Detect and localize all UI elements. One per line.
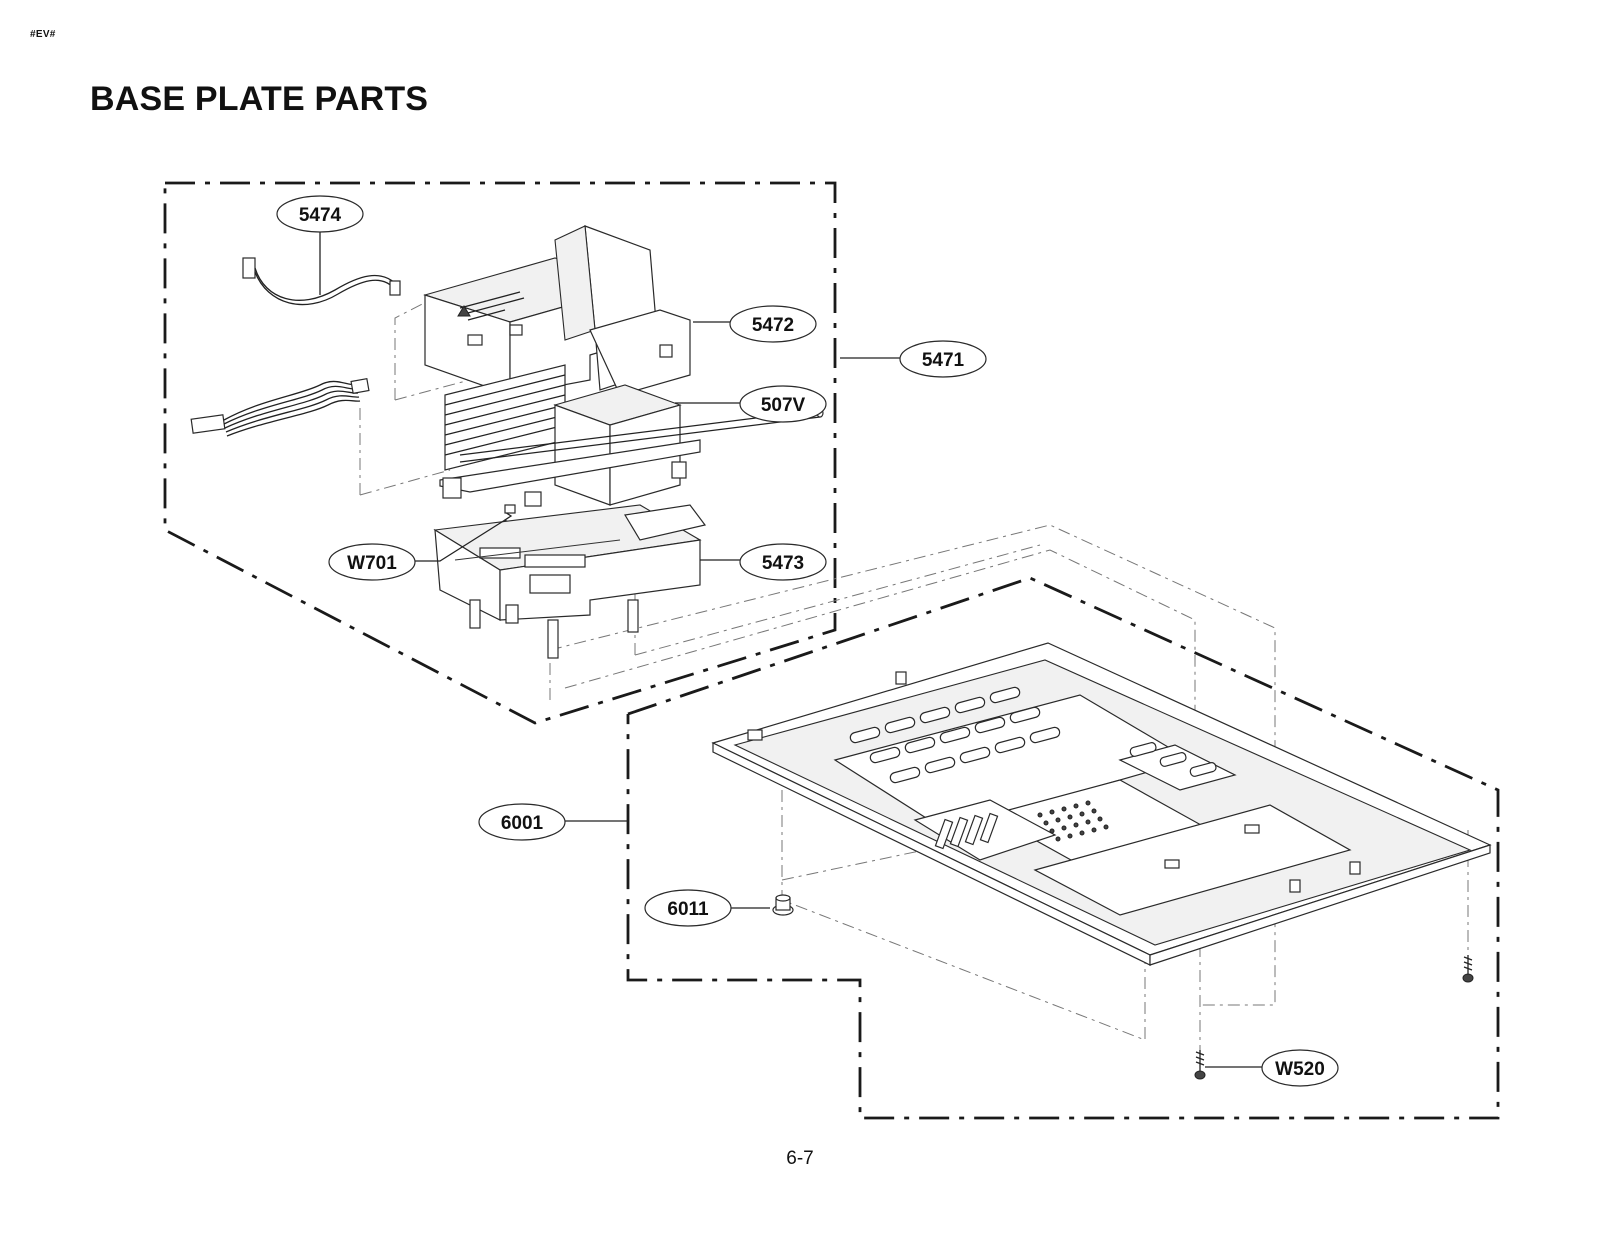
foot-6011 <box>772 894 794 916</box>
callout-label: 5474 <box>299 205 342 226</box>
callout-label: 5473 <box>762 553 804 574</box>
side-slots <box>934 812 999 850</box>
callout-5471: 5471 <box>899 340 987 378</box>
wire-harness-5474 <box>242 257 401 306</box>
callout-label: W701 <box>347 553 397 574</box>
callout-label: W520 <box>1275 1059 1325 1080</box>
lower-bracket-5473 <box>433 504 707 659</box>
cover-bracket-5472 <box>423 225 691 396</box>
callout-label: 5471 <box>922 350 965 371</box>
callout-5474: 5474 <box>276 195 364 233</box>
vent-louvers <box>849 686 1217 784</box>
leader-lines <box>319 232 1262 1068</box>
heat-sink <box>444 364 566 471</box>
warning-label-graphic <box>457 291 525 321</box>
callout-label: 6011 <box>667 899 709 920</box>
callout-5472: 5472 <box>729 305 817 343</box>
pcb-plate <box>439 439 701 507</box>
callout-label: 507V <box>761 395 806 416</box>
callout-5473: 5473 <box>739 543 827 581</box>
ribbon-cable <box>190 378 370 437</box>
callout-W520: W520 <box>1261 1049 1339 1087</box>
callout-W701: W701 <box>328 543 416 581</box>
callout-507V: 507V <box>739 385 827 423</box>
perforation-grid <box>1037 800 1109 842</box>
callout-6001: 6001 <box>478 803 566 841</box>
callout-label: 6001 <box>501 813 544 834</box>
callout-6011: 6011 <box>644 889 732 927</box>
page-number: 6-7 <box>786 1148 814 1169</box>
document-code: #EV# <box>30 29 56 40</box>
callout-label: 5472 <box>752 315 794 336</box>
page-title: BASE PLATE PARTS <box>90 80 429 118</box>
upper-group-boundary <box>163 181 837 725</box>
screw-right <box>1462 955 1474 983</box>
base-plate-group-boundary <box>626 576 1500 1120</box>
base-plate-6001 <box>711 642 1492 966</box>
screw-W520 <box>1194 1050 1206 1080</box>
